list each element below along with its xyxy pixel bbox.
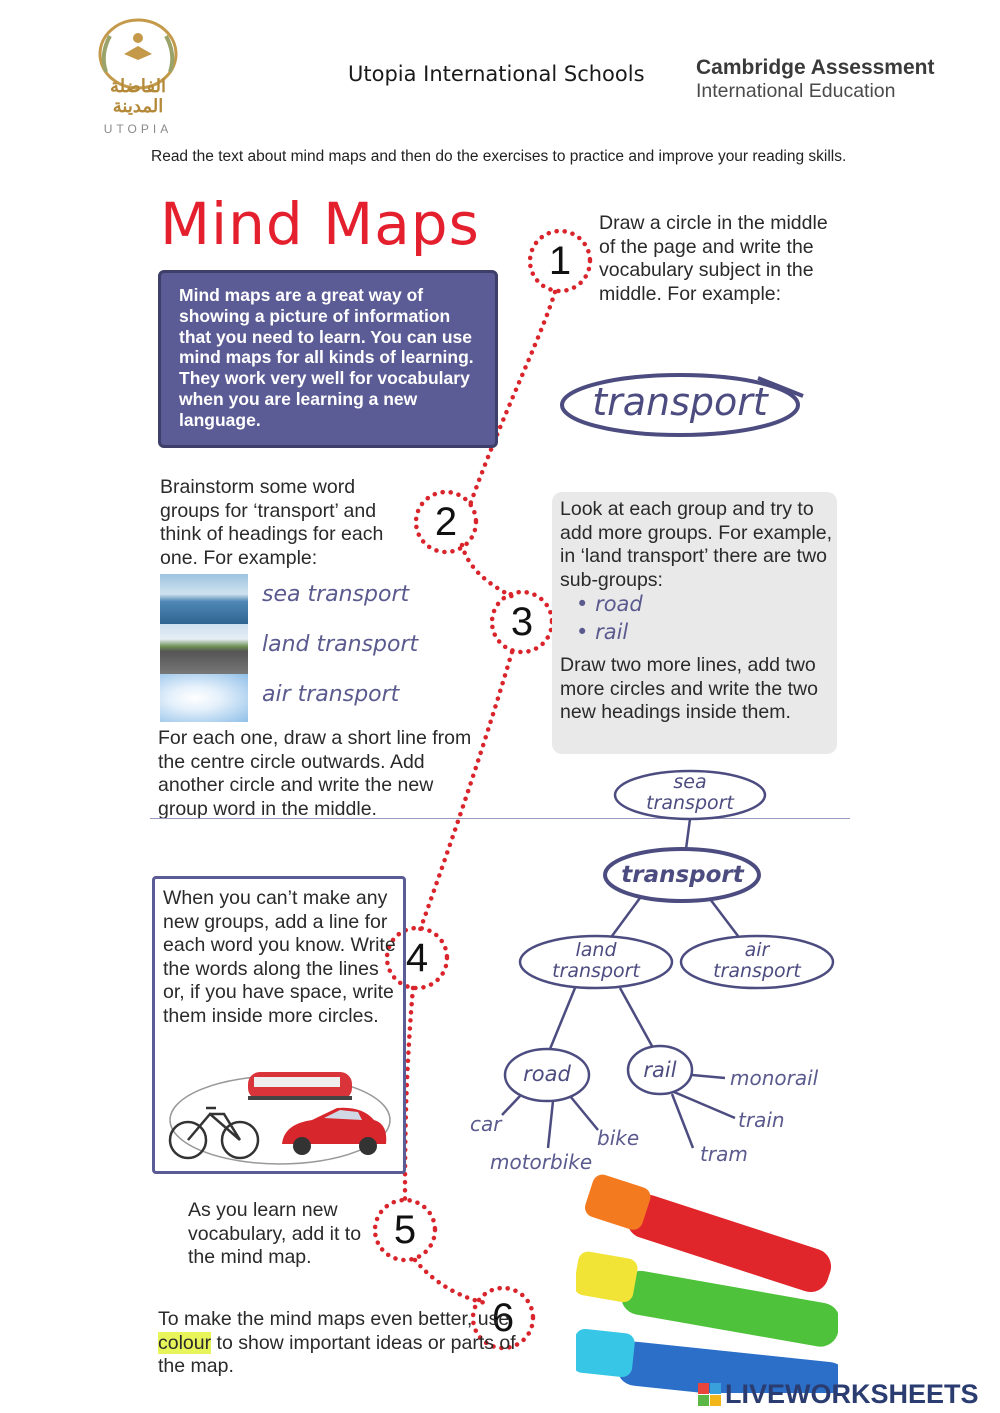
- step-5-number: 5: [393, 1208, 417, 1252]
- instructions: Read the text about mind maps and then d…: [151, 148, 847, 165]
- transport-example-label: transport: [592, 380, 768, 424]
- subgroup-rail-label: rail: [595, 620, 629, 644]
- school-name: Utopia International Schools: [348, 62, 645, 86]
- subgroup-road-label: road: [595, 592, 643, 616]
- liveworksheets-text: LIVEWORKSHEETS: [725, 1378, 979, 1409]
- subgroup-road: • road: [576, 592, 643, 616]
- train-icon: [248, 1072, 352, 1100]
- intro-text: Mind maps are a great way of showing a p…: [179, 285, 474, 430]
- logo-arabic-text: الفاضلة المدينة: [110, 76, 166, 116]
- green-marker-icon: [576, 1251, 838, 1347]
- colour-highlight: colour: [158, 1331, 212, 1354]
- map-node-land-line2: transport: [552, 960, 640, 982]
- liveworksheets-icon: [698, 1382, 721, 1406]
- page-title: Mind Maps: [160, 190, 480, 258]
- step-6-text: To make the mind maps even better, use c…: [158, 1308, 538, 1379]
- map-node-sea-line1: sea: [673, 771, 707, 793]
- ellipse-outline: [560, 373, 804, 437]
- map-node-land-line1: land: [575, 939, 617, 961]
- step-4-text: When you can’t make any new groups, add …: [163, 887, 396, 1027]
- cambridge-line1: Cambridge Assessment: [696, 56, 935, 79]
- map-word-motorbike: motorbike: [490, 1150, 593, 1174]
- map-node-sea: sea transport: [620, 772, 760, 814]
- step-4-number: 4: [405, 936, 429, 980]
- markers-illustration: [576, 1174, 838, 1393]
- vehicles-illustration: [168, 1072, 391, 1165]
- group-air-transport: air transport: [262, 682, 400, 707]
- cambridge-line2: International Education: [696, 80, 896, 102]
- map-node-sea-line2: transport: [646, 792, 734, 814]
- blue-marker-icon: [576, 1328, 838, 1393]
- step-3-text: Look at each group and try to add more g…: [560, 498, 833, 591]
- car-icon: [282, 1107, 387, 1155]
- divider: [150, 818, 850, 819]
- intro-box: Mind maps are a great way of showing a p…: [158, 270, 498, 448]
- step-2-text: Brainstorm some word groups for ‘transpo…: [160, 476, 384, 569]
- map-word-monorail: monorail: [730, 1066, 819, 1090]
- map-word-car: car: [470, 1112, 502, 1136]
- map-word-train: train: [738, 1108, 785, 1132]
- step-3-box: [552, 492, 837, 754]
- step-1-number: 1: [548, 239, 572, 283]
- map-node-center: transport: [621, 862, 744, 888]
- step-6-text-after: to show important ideas or parts of the …: [158, 1331, 516, 1378]
- school-logo: الفاضلة المدينة UTOPIA: [92, 14, 184, 136]
- map-word-tram: tram: [700, 1142, 748, 1166]
- map-node-air: air transport: [683, 940, 831, 982]
- map-node-land: land transport: [522, 940, 670, 982]
- cambridge-logo: Cambridge Assessment International Educa…: [696, 56, 934, 102]
- map-word-bike: bike: [597, 1126, 640, 1150]
- step-6-text-before: To make the mind maps even better, use: [158, 1308, 510, 1330]
- step-2-followup: For each one, draw a short line from the…: [158, 727, 472, 820]
- map-node-air-line2: transport: [713, 960, 801, 982]
- laurel-icon: [98, 18, 178, 90]
- step-3-number: 3: [510, 600, 534, 644]
- sea-image: [160, 574, 248, 624]
- bicycle-icon: [168, 1106, 260, 1160]
- step-6-number: 6: [491, 1296, 515, 1340]
- map-node-road: road: [523, 1062, 571, 1086]
- liveworksheets-logo: LIVEWORKSHEETS: [698, 1378, 979, 1410]
- step-4-box: [152, 876, 406, 1174]
- step-2-number: 2: [434, 500, 458, 544]
- group-sea-transport: sea transport: [262, 582, 410, 607]
- logo-latin-text: UTOPIA: [103, 122, 173, 136]
- step-1-text: Draw a circle in the middle of the page …: [599, 212, 828, 305]
- map-node-rail: rail: [643, 1058, 677, 1082]
- step-5-text: As you learn new vocabulary, add it to t…: [188, 1199, 362, 1268]
- step-3-followup: Draw two more lines, add two more circle…: [560, 654, 818, 723]
- sky-image: [160, 674, 248, 722]
- group-land-transport: land transport: [262, 632, 419, 657]
- map-node-air-line1: air: [744, 939, 770, 961]
- subgroup-rail: • rail: [576, 620, 629, 644]
- road-image: [160, 624, 248, 674]
- transport-example-node: transport: [558, 368, 808, 440]
- red-marker-icon: [585, 1174, 832, 1293]
